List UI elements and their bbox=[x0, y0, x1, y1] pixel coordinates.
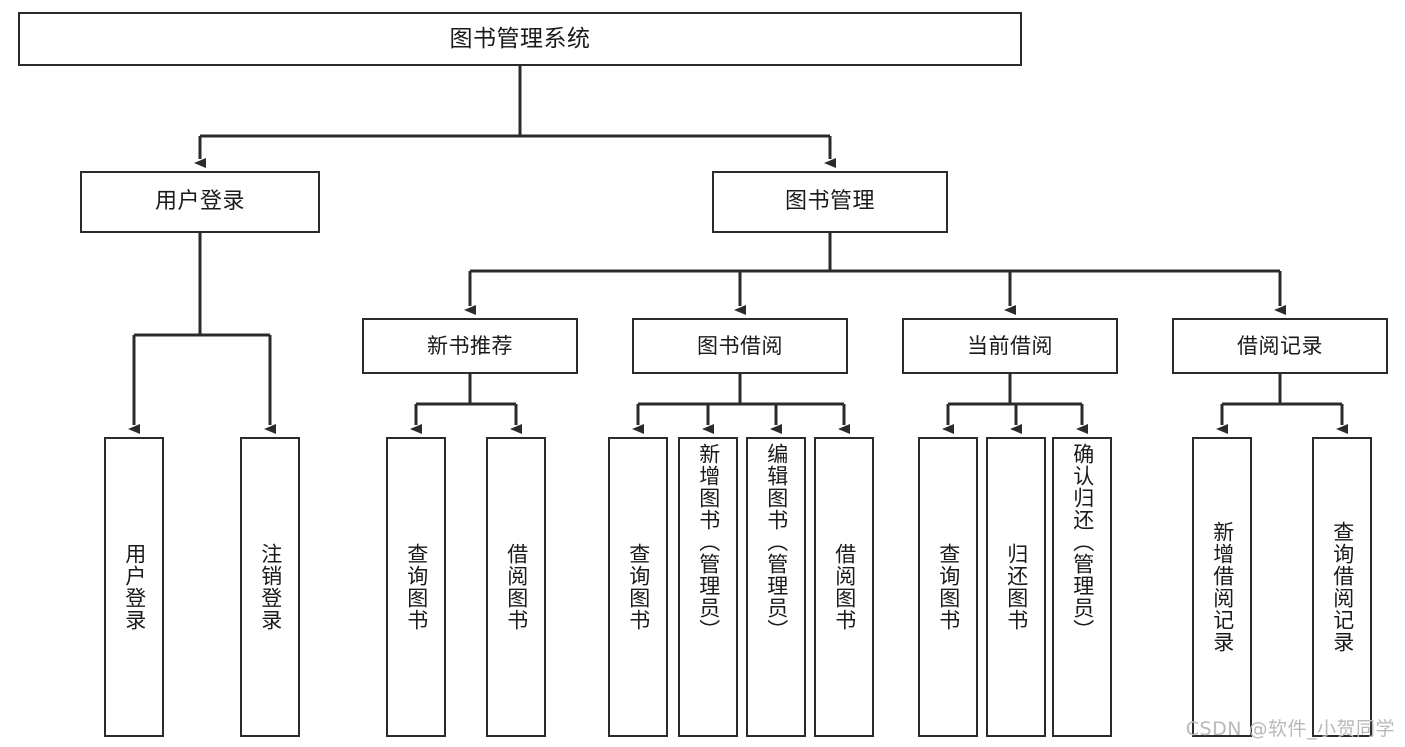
leaf-query-record-label: 查询借阅记录 bbox=[1330, 521, 1355, 653]
node-borrow-record[interactable]: 借阅记录 bbox=[1172, 318, 1388, 374]
leaf-query-book-3[interactable]: 查询图书 bbox=[918, 437, 978, 737]
leaf-query-book-1[interactable]: 查询图书 bbox=[386, 437, 446, 737]
leaf-return-book[interactable]: 归还图书 bbox=[986, 437, 1046, 737]
node-borrow-record-label: 借阅记录 bbox=[1237, 333, 1323, 358]
leaf-confirm-return-label: 确认归还（管理员） bbox=[1070, 443, 1095, 641]
leaf-add-record-label: 新增借阅记录 bbox=[1210, 521, 1235, 653]
leaf-user-login[interactable]: 用户登录 bbox=[104, 437, 164, 737]
watermark-text: CSDN @软件_小贺同学 bbox=[1185, 718, 1395, 740]
leaf-query-book-1-label: 查询图书 bbox=[404, 543, 429, 631]
node-new-book-recommend[interactable]: 新书推荐 bbox=[362, 318, 578, 374]
leaf-query-book-2[interactable]: 查询图书 bbox=[608, 437, 668, 737]
leaf-query-book-3-label: 查询图书 bbox=[936, 543, 961, 631]
leaf-add-record[interactable]: 新增借阅记录 bbox=[1192, 437, 1252, 737]
leaf-query-record[interactable]: 查询借阅记录 bbox=[1312, 437, 1372, 737]
leaf-add-book[interactable]: 新增图书（管理员） bbox=[678, 437, 738, 737]
node-current-borrow[interactable]: 当前借阅 bbox=[902, 318, 1118, 374]
node-user-login[interactable]: 用户登录 bbox=[80, 171, 320, 233]
leaf-borrow-book-2-label: 借阅图书 bbox=[832, 543, 857, 631]
node-new-book-recommend-label: 新书推荐 bbox=[427, 333, 513, 358]
leaf-confirm-return[interactable]: 确认归还（管理员） bbox=[1052, 437, 1112, 737]
leaf-edit-book[interactable]: 编辑图书（管理员） bbox=[746, 437, 806, 737]
node-book-borrow-label: 图书借阅 bbox=[697, 333, 783, 358]
node-root-label: 图书管理系统 bbox=[449, 25, 591, 52]
leaf-query-book-2-label: 查询图书 bbox=[626, 543, 651, 631]
leaf-edit-book-label: 编辑图书（管理员） bbox=[764, 443, 789, 641]
node-current-borrow-label: 当前借阅 bbox=[967, 333, 1053, 358]
node-user-login-label: 用户登录 bbox=[154, 189, 245, 214]
leaf-logout-label: 注销登录 bbox=[258, 543, 283, 631]
leaf-return-book-label: 归还图书 bbox=[1004, 543, 1029, 631]
leaf-borrow-book-1[interactable]: 借阅图书 bbox=[486, 437, 546, 737]
node-book-management-label: 图书管理 bbox=[784, 189, 875, 214]
leaf-user-login-label: 用户登录 bbox=[122, 543, 147, 631]
node-root[interactable]: 图书管理系统 bbox=[18, 12, 1022, 66]
leaf-borrow-book-1-label: 借阅图书 bbox=[504, 543, 529, 631]
leaf-borrow-book-2[interactable]: 借阅图书 bbox=[814, 437, 874, 737]
node-book-borrow[interactable]: 图书借阅 bbox=[632, 318, 848, 374]
leaf-logout[interactable]: 注销登录 bbox=[240, 437, 300, 737]
leaf-add-book-label: 新增图书（管理员） bbox=[696, 443, 721, 641]
node-book-management[interactable]: 图书管理 bbox=[712, 171, 948, 233]
